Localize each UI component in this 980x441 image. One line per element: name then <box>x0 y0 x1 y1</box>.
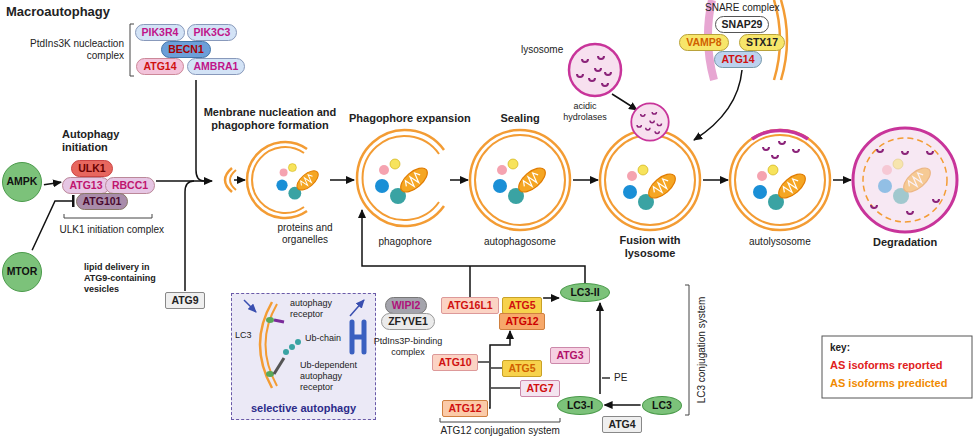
text-label: PtdIns3P-binding complex <box>368 336 448 358</box>
protein-box: ATG5 <box>502 297 541 314</box>
text-label: PE <box>614 372 627 384</box>
text-label: Fusion with lysosome <box>603 234 698 260</box>
node-text: WIPI2 <box>392 299 421 312</box>
text-label: proteins and organelles <box>260 222 350 246</box>
node-text: ATG9 <box>171 294 198 307</box>
text-label: ULK1 initiation complex <box>60 224 165 236</box>
text-label: key: <box>830 342 850 354</box>
legend-swatch: AS isoforms predicted <box>830 377 947 390</box>
node-text: selective autophagy <box>251 402 356 415</box>
node-text: ZFYVE1 <box>388 315 428 328</box>
protein-box: WIPI2 <box>385 297 428 314</box>
text-label: phagophore <box>379 236 432 248</box>
text-label: Autophagy initiation <box>62 128 142 154</box>
protein-ellipse: LC3-II <box>560 283 609 302</box>
diagram-title: Macroautophagy <box>6 4 110 20</box>
node-text: ATG5 <box>508 299 535 312</box>
text-label: ATG12 conjugation system <box>441 425 560 437</box>
node-text: BECN1 <box>168 43 204 56</box>
protein-box: ATG10 <box>432 354 477 371</box>
node-text: ATG14 <box>721 53 754 66</box>
node-text: ATG4 <box>608 418 635 431</box>
node-text: AMPK <box>7 175 38 188</box>
protein-box: ZFYVE1 <box>381 313 435 330</box>
node-text: VAMP8 <box>686 36 721 49</box>
text-label: LC3 conjugation system <box>696 297 708 404</box>
text-label: Sealing <box>501 112 540 125</box>
text-label: Degradation <box>873 236 937 249</box>
node-text: ATG16L1 <box>447 299 492 312</box>
protein-box: PIK3C3 <box>187 24 238 41</box>
node-text: LC3-I <box>567 399 593 412</box>
text-label: Phagophore expansion <box>349 112 471 125</box>
node-text: LC3-II <box>570 286 599 299</box>
protein-ellipse: AMPK <box>2 162 43 203</box>
text-label: LC3 <box>235 330 252 341</box>
node-text: PIK3R4 <box>142 26 179 39</box>
node-text: PIK3C3 <box>194 26 231 39</box>
node-text: ATG101 <box>83 195 122 208</box>
protein-box: SNAP29 <box>715 16 770 33</box>
node-text: ATG13 <box>69 179 102 192</box>
text-label: lipid delivery in ATG9-containing vesicl… <box>84 262 164 294</box>
text-label: PtdIns3K nucleaction complex <box>24 38 124 62</box>
protein-box: ATG9 <box>165 292 204 309</box>
text-label: lysosome <box>521 44 563 56</box>
arrow-connector <box>44 182 61 185</box>
text-label: Ub-chain <box>305 333 341 344</box>
arrow-connector <box>605 404 641 406</box>
protein-box: ULK1 <box>71 160 112 177</box>
node-text: ATG12 <box>505 315 538 328</box>
node-text: RBCC1 <box>112 179 148 192</box>
protein-ellipse: LC3-I <box>557 396 603 415</box>
node-text: ATG5 <box>508 362 535 375</box>
text-label: autophagosome <box>484 236 556 248</box>
protein-box: BECN1 <box>161 41 211 58</box>
protein-box: ATG14 <box>136 58 183 75</box>
protein-box: ATG4 <box>602 416 641 433</box>
protein-box: ATG12 <box>499 313 544 330</box>
protein-box: ATG12 <box>442 400 487 417</box>
node-text: SNAP29 <box>722 18 763 31</box>
protein-box: AMBRA1 <box>187 58 246 75</box>
node-text: MTOR <box>7 265 38 278</box>
node-text: STX17 <box>746 36 778 49</box>
protein-box: ATG101 <box>76 193 129 210</box>
node-text: ATG3 <box>556 349 583 362</box>
protein-box: VAMP8 <box>679 34 728 51</box>
node-text: AMBRA1 <box>194 60 239 73</box>
legend-swatch: AS isoforms reported <box>830 359 942 372</box>
text-label: Menbrane nucleation and phagophore forma… <box>195 106 345 132</box>
protein-ellipse: LC3 <box>642 396 682 415</box>
arrow-connector <box>543 297 559 299</box>
protein-box: ATG16L1 <box>441 297 498 314</box>
protein-box: ATG5 <box>502 360 541 377</box>
node-text: ATG10 <box>438 356 471 369</box>
text-label: acidic hydrolases <box>555 101 615 123</box>
protein-box: PIK3R4 <box>135 24 186 41</box>
legend-text: AS isoforms predicted <box>830 377 947 389</box>
arrow-connector <box>599 303 601 394</box>
node-text: ATG12 <box>448 402 481 415</box>
node-text: ATG14 <box>143 60 176 73</box>
text-label: autolysosome <box>749 236 811 248</box>
protein-box: STX17 <box>739 34 785 51</box>
protein-box: ATG13 <box>62 177 109 194</box>
protein-box: RBCC1 <box>105 177 155 194</box>
node-text: LC3 <box>652 399 672 412</box>
protein-box: ATG14 <box>714 51 761 68</box>
text-label: Ub-dependent autophagy receptor <box>300 360 376 392</box>
node-text: ATG7 <box>526 382 553 395</box>
text-label: SNARE complex <box>705 2 779 14</box>
legend-text: AS isoforms reported <box>830 359 942 371</box>
protein-box: ATG3 <box>550 347 589 364</box>
protein-box: ATG7 <box>520 380 559 397</box>
protein-ellipse: MTOR <box>2 252 43 293</box>
node-text: ULK1 <box>78 162 105 175</box>
text-label: autophagy receptor <box>290 298 360 320</box>
